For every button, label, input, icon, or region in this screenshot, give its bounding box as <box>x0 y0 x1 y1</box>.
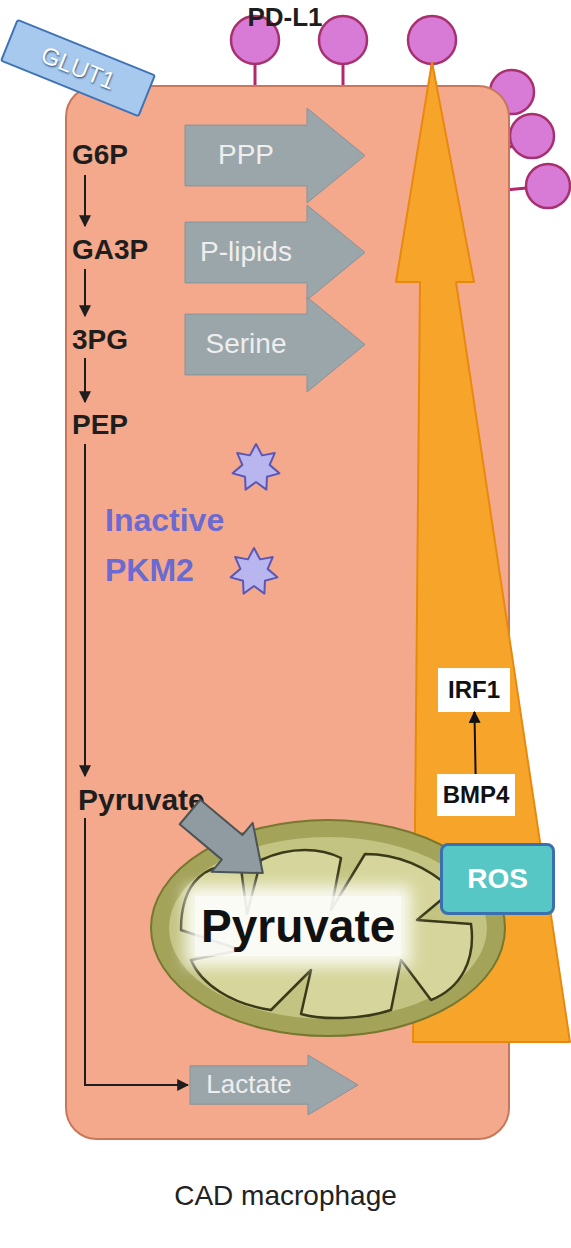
enzyme-star <box>233 444 280 490</box>
pathway-name: Lactate <box>190 1066 308 1104</box>
receptor-head <box>510 114 554 158</box>
metabolite-name: Pyruvate <box>78 783 205 817</box>
metabolite-name: 3PG <box>72 323 128 357</box>
step-arrow <box>84 175 86 226</box>
pathway-name: P-lipids <box>185 222 307 283</box>
receptor-stem <box>254 40 257 88</box>
pathway-name: PPP <box>185 125 307 186</box>
import-arrow-shape <box>169 787 283 897</box>
box-label: BMP4 <box>437 774 515 816</box>
receptor-head <box>526 164 570 208</box>
receptor-stem <box>431 40 434 88</box>
metabolite-name: G6P <box>72 138 128 172</box>
receptor-head <box>408 16 456 64</box>
pathway-arrow: PPP <box>185 108 365 203</box>
cristae <box>181 850 472 1018</box>
arrow-outline <box>190 1055 358 1115</box>
pathway-arrow: Lactate <box>190 1055 358 1115</box>
receptor-name: PD-L1 <box>225 2 345 33</box>
factor-box: IRF1 <box>438 668 510 712</box>
signal-connector <box>474 712 475 774</box>
step-arrow <box>84 444 86 776</box>
receptor-head <box>319 16 367 64</box>
step-arrow <box>84 358 86 402</box>
arrow-outline <box>185 108 365 203</box>
pathway-name: Serine <box>185 314 307 375</box>
figure-caption: CAD macrophage <box>0 1180 571 1212</box>
pkm2-stars <box>231 444 280 594</box>
metabolite-name: Pyruvate <box>195 896 401 956</box>
enzyme-star <box>231 548 278 594</box>
receptor-stem <box>342 40 345 88</box>
factor-box: BMP4 <box>437 774 515 816</box>
pathway-arrow: Serine <box>185 297 365 392</box>
pathway-arrow: P-lipids <box>185 205 365 300</box>
arrow-outline <box>185 297 365 392</box>
import-arrow <box>169 787 283 897</box>
macrophage-cell: G6P GA3P 3PG PEP Inactive PKM2Pyruvate PPP P-l… <box>65 85 510 1140</box>
box-label: IRF1 <box>438 668 510 712</box>
ros-box: ROS <box>440 843 555 915</box>
outer-membrane <box>151 820 505 1036</box>
intermembrane <box>169 837 487 1019</box>
enzyme-name: Inactive PKM2 <box>105 495 245 595</box>
metabolite-name: PEP <box>72 408 128 442</box>
step-arrow <box>84 269 86 316</box>
arrow-shape <box>185 108 365 203</box>
receptor-stem <box>506 186 548 190</box>
box-label: ROS <box>443 846 552 912</box>
arrow-outline <box>185 205 365 300</box>
metabolite-name: GA3P <box>72 233 148 267</box>
